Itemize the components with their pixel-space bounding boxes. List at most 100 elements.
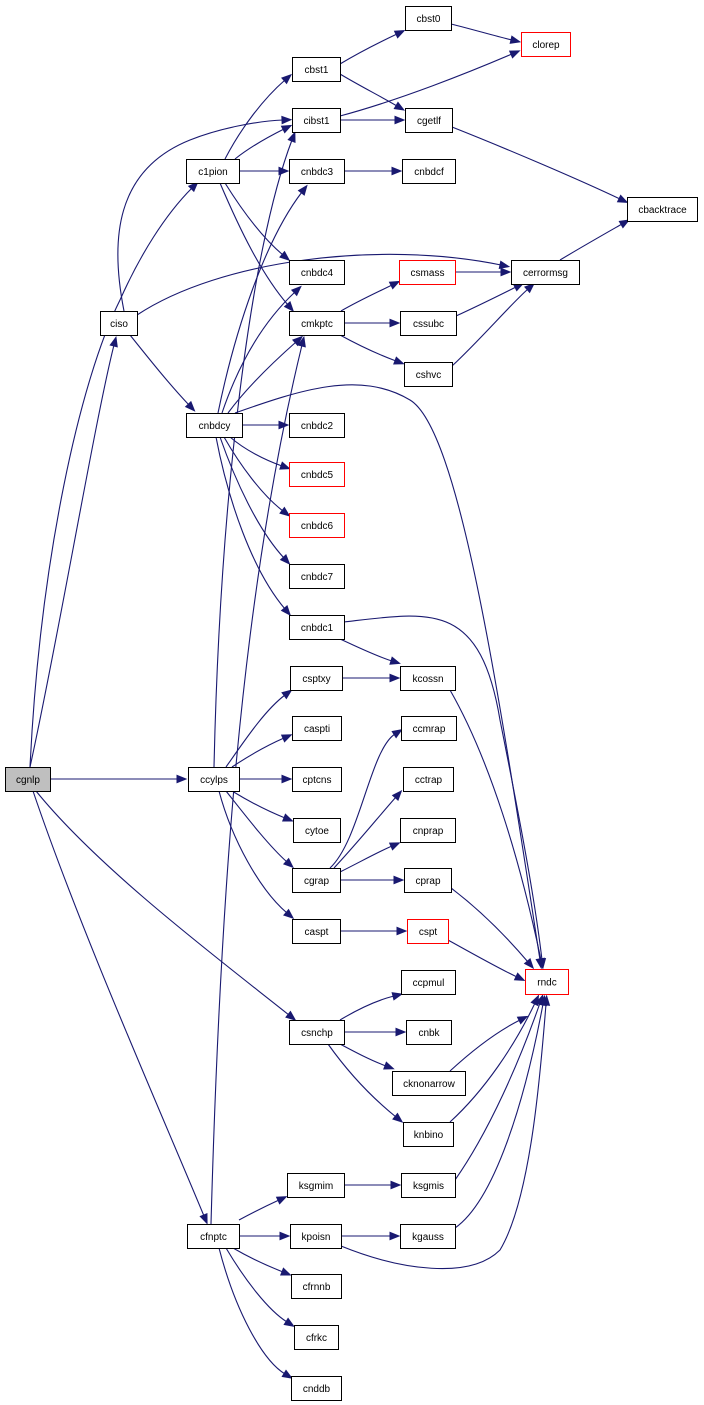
node-csmass[interactable]: csmass [399,260,456,285]
node-cmkptc[interactable]: cmkptc [289,311,345,336]
node-label-clorep[interactable]: clorep [532,40,560,51]
node-box-kcossn[interactable] [400,666,456,691]
node-label-cgetlf[interactable]: cgetlf [417,116,441,127]
node-label-cibst1[interactable]: cibst1 [303,116,330,127]
node-c1pion[interactable]: c1pion [186,159,240,184]
node-cnbdcf[interactable]: cnbdcf [402,159,456,184]
node-box-cfrkc[interactable] [294,1325,339,1350]
node-kcossn[interactable]: kcossn [400,666,456,691]
node-csptxy[interactable]: csptxy [290,666,343,691]
node-caspti[interactable]: caspti [292,716,342,741]
node-box-cprap[interactable] [404,868,452,893]
node-box-cssubc[interactable] [400,311,457,336]
node-label-cnprap[interactable]: cnprap [413,826,444,837]
node-box-ccylps[interactable] [188,767,240,792]
node-cnddb[interactable]: cnddb [291,1376,342,1401]
node-label-kgauss[interactable]: kgauss [412,1232,444,1243]
node-label-ksgmim[interactable]: ksgmim [299,1181,333,1192]
node-cfrkc[interactable]: cfrkc [294,1325,339,1350]
node-label-ccpmul[interactable]: ccpmul [413,978,445,989]
node-label-ccmrap[interactable]: ccmrap [413,724,446,735]
node-label-cfrnnb[interactable]: cfrnnb [303,1282,331,1293]
node-label-cssubc[interactable]: cssubc [413,319,444,330]
node-label-c1pion[interactable]: c1pion [198,167,227,178]
node-cnbdcy[interactable]: cnbdcy [186,413,243,438]
node-label-cnbdcf[interactable]: cnbdcf [414,167,444,178]
node-cctrap[interactable]: cctrap [403,767,454,792]
node-label-ccylps[interactable]: ccylps [200,775,228,786]
node-label-cbst0[interactable]: cbst0 [417,14,441,25]
node-ccmrap[interactable]: ccmrap [401,716,457,741]
node-label-cnbdc6[interactable]: cnbdc6 [301,521,334,532]
node-label-cctrap[interactable]: cctrap [415,775,443,786]
node-cibst1[interactable]: cibst1 [292,108,341,133]
node-box-cnbk[interactable] [406,1020,452,1045]
node-label-caspti[interactable]: caspti [304,724,330,735]
node-box-csmass[interactable] [399,260,456,285]
node-label-cptcns[interactable]: cptcns [303,775,332,786]
node-box-cnbdc1[interactable] [289,615,345,640]
node-label-cspt[interactable]: cspt [419,927,438,938]
node-cnbdc2[interactable]: cnbdc2 [289,413,345,438]
node-cerrormsg[interactable]: cerrormsg [511,260,580,285]
node-label-kcossn[interactable]: kcossn [412,674,443,685]
node-box-csnchp[interactable] [289,1020,345,1045]
node-kgauss[interactable]: kgauss [400,1224,456,1249]
node-label-cbacktrace[interactable]: cbacktrace [638,205,687,216]
node-label-csmass[interactable]: csmass [411,268,445,279]
node-knbino[interactable]: knbino [403,1122,454,1147]
node-label-cfrkc[interactable]: cfrkc [306,1333,327,1344]
node-ciso[interactable]: ciso [100,311,138,336]
node-kpoisn[interactable]: kpoisn [290,1224,342,1249]
node-box-cnbdc5[interactable] [289,462,345,487]
node-label-cgrap[interactable]: cgrap [304,876,329,887]
node-box-cnbdcy[interactable] [186,413,243,438]
node-cnbdc3[interactable]: cnbdc3 [289,159,345,184]
node-box-cfrnnb[interactable] [291,1274,342,1299]
node-label-cnbdc2[interactable]: cnbdc2 [301,421,334,432]
node-label-cmkptc[interactable]: cmkptc [301,319,333,330]
node-label-cnbdcy[interactable]: cnbdcy [199,421,231,432]
node-label-cbst1[interactable]: cbst1 [305,65,329,76]
node-box-cnbdc3[interactable] [289,159,345,184]
node-box-ccpmul[interactable] [401,970,456,995]
node-cnprap[interactable]: cnprap [400,818,456,843]
node-label-cnbdc4[interactable]: cnbdc4 [301,268,334,279]
node-label-cnbdc5[interactable]: cnbdc5 [301,470,334,481]
node-label-csptxy[interactable]: csptxy [302,674,330,685]
node-cgetlf[interactable]: cgetlf [405,108,453,133]
node-box-kgauss[interactable] [400,1224,456,1249]
node-rndc[interactable]: rndc [525,969,569,995]
node-box-cctrap[interactable] [403,767,454,792]
node-label-cerrormsg[interactable]: cerrormsg [523,268,568,279]
node-label-ksgmis[interactable]: ksgmis [413,1181,444,1192]
node-label-cnddb[interactable]: cnddb [303,1384,331,1395]
node-box-ciso[interactable] [100,311,138,336]
node-box-c1pion[interactable] [186,159,240,184]
node-cprap[interactable]: cprap [404,868,452,893]
node-box-cgrap[interactable] [292,868,341,893]
node-box-cibst1[interactable] [292,108,341,133]
node-box-cfnptc[interactable] [187,1224,240,1249]
node-box-knbino[interactable] [403,1122,454,1147]
node-cknonarrow[interactable]: cknonarrow [392,1071,466,1096]
node-cptcns[interactable]: cptcns [292,767,342,792]
node-box-cspt[interactable] [407,919,449,944]
node-box-cnddb[interactable] [291,1376,342,1401]
node-box-clorep[interactable] [521,32,571,57]
node-ksgmis[interactable]: ksgmis [401,1173,456,1198]
node-box-ksgmim[interactable] [287,1173,345,1198]
node-cgnlp[interactable]: cgnlp [5,767,51,792]
node-label-cfnptc[interactable]: cfnptc [200,1232,227,1243]
node-label-csnchp[interactable]: csnchp [301,1028,333,1039]
node-cnbdc4[interactable]: cnbdc4 [289,260,345,285]
node-cgrap[interactable]: cgrap [292,868,341,893]
node-box-rndc[interactable] [525,969,569,995]
node-label-ciso[interactable]: ciso [110,319,128,330]
node-ksgmim[interactable]: ksgmim [287,1173,345,1198]
node-label-cshvc[interactable]: cshvc [416,370,442,381]
node-box-cnbdc6[interactable] [289,513,345,538]
node-box-kpoisn[interactable] [290,1224,342,1249]
node-label-cytoe[interactable]: cytoe [305,826,329,837]
node-box-cerrormsg[interactable] [511,260,580,285]
